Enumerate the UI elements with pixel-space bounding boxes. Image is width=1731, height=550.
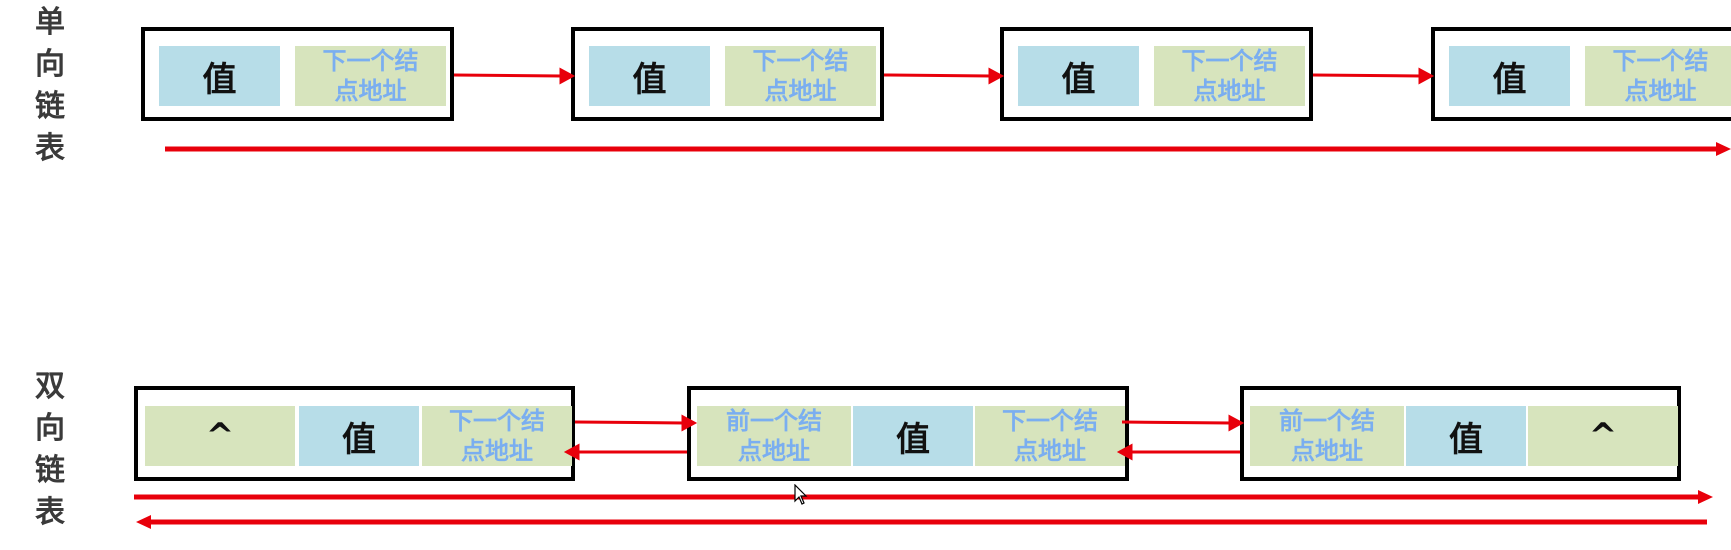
singly-node-2: 值 下一个结点地址 [571,27,884,121]
node-value-cell: 值 [853,406,973,466]
next-pointer-cell: 下一个结点地址 [422,406,572,466]
next-link-arrow [1312,73,1422,78]
arrowhead-icon [1698,490,1713,504]
title-char: 表 [35,131,65,166]
next-link-arrow [453,73,563,78]
node-value-label: 值 [1061,59,1096,100]
node-value-cell: 值 [1018,46,1139,106]
arrowhead-icon [1716,142,1731,156]
node-value-cell: 值 [589,46,710,106]
node-value-cell: 值 [1406,406,1526,466]
arrowhead-icon [136,515,151,529]
node-value-label: 值 [1492,59,1527,100]
doubly-linked-list-title: 双 向 链 表 [28,366,72,534]
node-value-cell: 值 [159,46,280,106]
prev-pointer-cell: 前一个结点地址 [697,406,851,466]
title-char: 链 [35,453,65,488]
next-pointer-cell: 下一个结点地址 [295,46,446,106]
node-value-label: 值 [632,59,667,100]
node-value-cell: 值 [299,406,419,466]
prev-pointer-label: 前一个结点地址 [726,407,822,465]
doubly-node-1: ^ 值 下一个结点地址 [134,386,575,481]
next-pointer-label: 下一个结点地址 [752,47,849,105]
next-link-arrow [574,420,685,425]
next-pointer-label: 下一个结点地址 [449,407,545,465]
singly-linked-list-title: 单 向 链 表 [28,2,72,170]
prev-null-cell: ^ [145,406,295,466]
node-value-label: 值 [342,419,376,460]
mouse-pointer-icon [794,484,808,505]
next-pointer-label: 下一个结点地址 [1002,407,1098,465]
singly-node-3: 值 下一个结点地址 [1000,27,1313,121]
null-pointer-label: ^ [205,416,235,456]
title-char: 链 [35,89,65,124]
prev-pointer-label: 前一个结点地址 [1279,407,1375,465]
arrowhead-icon [1418,67,1435,85]
next-link-arrow [1121,420,1232,425]
doubly-node-2: 前一个结点地址 值 下一个结点地址 [687,386,1129,481]
next-pointer-label: 下一个结点地址 [1612,47,1709,105]
title-char: 向 [35,411,65,446]
node-value-label: 值 [202,59,237,100]
title-char: 双 [35,369,65,404]
next-pointer-label: 下一个结点地址 [322,47,419,105]
doubly-node-3: 前一个结点地址 值 ^ [1240,386,1681,481]
next-link-arrow [883,73,992,78]
singly-node-4: 值 下一个结点地址 [1431,27,1731,121]
next-pointer-cell: 下一个结点地址 [725,46,876,106]
prev-pointer-cell: 前一个结点地址 [1250,406,1404,466]
singly-node-1: 值 下一个结点地址 [141,27,454,121]
next-null-cell: ^ [1528,406,1678,466]
title-char: 表 [35,495,65,530]
null-pointer-label: ^ [1588,416,1618,456]
node-value-label: 值 [896,419,930,460]
title-char: 单 [35,5,65,40]
node-value-cell: 值 [1449,46,1570,106]
next-pointer-cell: 下一个结点地址 [975,406,1125,466]
next-pointer-cell: 下一个结点地址 [1585,46,1731,106]
next-pointer-cell: 下一个结点地址 [1154,46,1305,106]
node-value-label: 值 [1449,419,1483,460]
next-pointer-label: 下一个结点地址 [1181,47,1278,105]
title-char: 向 [35,47,65,82]
